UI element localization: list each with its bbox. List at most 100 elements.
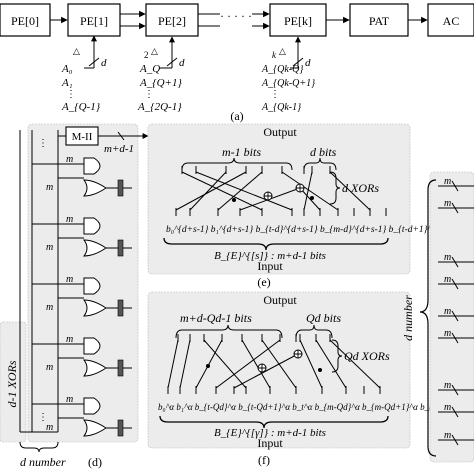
pek-input-dots: ⋮: [270, 89, 280, 100]
and-gate: [83, 337, 101, 355]
xor-gate: [83, 179, 107, 197]
panel-f-qd-bits: Qd bits: [306, 311, 341, 325]
panel-e-output-ticks: [181, 166, 331, 174]
pe1-input-last: A_{Q-1}: [61, 101, 101, 113]
panel-f-wires: [167, 339, 381, 389]
panel-d-buses: [19, 130, 59, 433]
panel-e-input-ticks: [175, 208, 387, 216]
pe1-input-dots: ⋮: [66, 89, 76, 100]
pek-mark-triangle: △: [279, 46, 286, 56]
panel-f: Output m+d-Qd-1 bits Qd bits Qd XORs: [147, 291, 439, 467]
and-gate: [83, 217, 101, 235]
panel-right-label: d number: [401, 295, 415, 341]
panel-right-background: [429, 171, 474, 463]
and-gate: [83, 157, 101, 175]
pek-input-1: A_{Qk-Q+1}: [261, 78, 315, 89]
pe2-input-dots: ⋮: [144, 89, 154, 100]
bus-width-label: m: [46, 302, 53, 313]
panel-d-background: [27, 123, 139, 443]
right-bus-slash: [451, 202, 459, 214]
right-bus-label: m: [444, 328, 451, 339]
right-bus-slash: [451, 406, 459, 418]
xors-label: d-1 XORs: [5, 360, 19, 407]
right-bus-label: m: [444, 402, 451, 413]
register-block: [117, 179, 124, 197]
panel-e-d-bits: d bits: [310, 145, 337, 159]
caption-d: (d): [88, 455, 102, 469]
ac-block: [427, 3, 474, 37]
bus-width-label: m: [66, 334, 73, 345]
pipeline-arrows: [50, 10, 428, 30]
pe1-label: PE[1]: [80, 14, 108, 28]
right-bus-slash: [451, 332, 459, 344]
pe2-label: PE[2]: [158, 14, 186, 28]
pat-label: PAT: [369, 14, 390, 28]
right-bus-label: m: [444, 176, 451, 187]
panel-d-bottom-label: d number: [20, 455, 66, 469]
pe2-input-0: A_Q: [139, 63, 160, 75]
bus-width-label: m: [46, 242, 53, 253]
panel-e-background: [147, 123, 411, 275]
pe2-mark-triangle: △: [151, 46, 158, 56]
right-bus-label: m: [444, 198, 451, 209]
pe2-inputs: 2 △ d A_Q A_{Q+1} ⋮ A_{2Q-1}: [137, 36, 185, 113]
pipeline-dots: · · · · ·: [220, 9, 252, 23]
m2-label: M-II: [72, 131, 93, 143]
panel-e-bit-row: b₀^{d+s-1} b₁^{d+s-1} b_{t-d}^{d+s-1} b_…: [166, 225, 474, 235]
pipeline-panel: PE[0] PE[1] PE[2] · · · · · PE[k] PAT AC…: [0, 3, 474, 123]
xor-gate: [83, 239, 107, 257]
pe1-input-0: A₀: [61, 63, 73, 75]
pek-inputs: k △ d A_{Qk-Q} A_{Qk-Q+1} ⋮ A_{Qk-1}: [261, 36, 315, 113]
pe2-input-1: A_{Q+1}: [139, 77, 182, 89]
pek-input-0: A_{Qk-Q}: [261, 64, 303, 75]
pe2-input-last: A_{2Q-1}: [137, 101, 182, 113]
pe1-input-1: A₁: [61, 77, 73, 89]
right-bus-slash: [451, 278, 459, 290]
pe2-num: 2: [144, 50, 149, 60]
right-bus-slash: [451, 256, 459, 268]
right-bus-label: m: [444, 380, 451, 391]
panel-e: Output m-1 bits d bits d XORs: [147, 123, 474, 289]
caption-f: (f): [258, 453, 270, 467]
pe1-mark-triangle: △: [73, 46, 80, 56]
right-bus-label: m: [444, 252, 451, 263]
right-bus-label: m: [444, 306, 451, 317]
pek-label: PE[k]: [284, 14, 312, 28]
panel-f-input: Input: [257, 436, 283, 450]
ac-label: AC: [443, 14, 460, 28]
panel-f-bus: B_{E}^{[γ]} : m+d-1 bits: [214, 427, 326, 439]
register-block: [117, 359, 124, 377]
panel-f-input-ticks: [167, 386, 381, 394]
right-bus-slash: [451, 180, 459, 192]
pe1-inputs: △ d A₀ A₁ ⋮ A_{Q-1}: [61, 35, 107, 113]
pek-input-last: A_{Qk-1}: [261, 102, 301, 113]
pek-block: [269, 3, 327, 37]
bus-width-label: m: [66, 214, 73, 225]
panel-e-input: Input: [257, 259, 283, 273]
pe2-d-mark: d: [179, 57, 185, 69]
panel-d-dots-bottom: ⋮: [38, 412, 48, 423]
pe2-block: [145, 3, 199, 37]
panel-f-m-bits: m+d-Qd-1 bits: [180, 311, 252, 325]
register-block: [117, 299, 124, 317]
bus-width-label: m: [66, 394, 73, 405]
caption-a: (a): [230, 109, 243, 123]
pat-block: [349, 3, 409, 37]
panel-e-bus: B_{E}^{[s]} : m+d-1 bits: [214, 250, 326, 262]
right-bus-label: m: [444, 430, 451, 441]
pe0-label: PE[0]: [11, 14, 39, 28]
pek-d-mark: d: [305, 57, 311, 69]
right-bus-label: m: [444, 274, 451, 285]
panel-e-m1-bits: m-1 bits: [222, 145, 261, 159]
xors-label-background: [0, 321, 27, 443]
panel-d-dots-top: ⋮: [38, 138, 48, 149]
panel-f-xors: Qd XORs: [344, 349, 390, 363]
panel-e-output: Output: [263, 125, 297, 139]
bus-width-label: m: [66, 274, 73, 285]
panel-f-output: Output: [263, 293, 297, 307]
panel-f-bit-row: b₀^α b₁^α b_{t-Qd}^α b_{t-Qd+1}^α b_t^α …: [158, 402, 439, 412]
